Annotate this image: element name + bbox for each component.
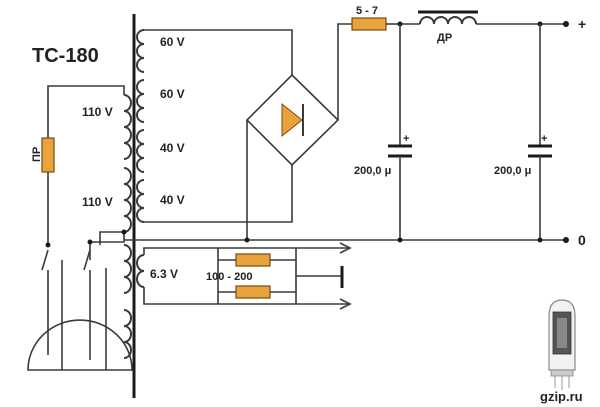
bridge-plus-wire <box>337 23 352 120</box>
secondary-voltage-3: 40 V <box>160 141 185 155</box>
junction-primary-1 <box>45 242 51 248</box>
switch-1 <box>41 249 49 271</box>
c1-polarity: + <box>403 133 409 145</box>
primary-coil-upper <box>123 94 132 160</box>
secondary-voltage-1: 60 V <box>160 35 185 49</box>
junction-ground-c2 <box>537 237 543 243</box>
filament-circuit <box>143 242 352 310</box>
secondary-coils <box>136 29 145 223</box>
primary-voltage-1: 110 V <box>82 105 113 119</box>
sec-top-wire <box>144 29 293 75</box>
output-zero-label: 0 <box>578 232 586 248</box>
choke-label: ДР <box>437 32 452 44</box>
filament-side-coil-left <box>123 244 132 359</box>
secondary-voltage-2: 60 V <box>160 87 185 101</box>
secondary-voltage-4: 40 V <box>160 193 185 207</box>
switch-2 <box>83 249 91 271</box>
junction-primary-2 <box>87 239 93 245</box>
c2-value: 200,0 μ <box>494 165 531 177</box>
filament-voltage: 6.3 V <box>150 267 178 281</box>
filament-resistors-label: 100 - 200 <box>206 271 252 283</box>
c2-polarity: + <box>541 133 547 145</box>
fuse-label: ПР <box>31 147 43 162</box>
transformer-title: ТС-180 <box>32 45 99 67</box>
primary-top-wire <box>47 85 125 138</box>
filament-resistor-1 <box>235 253 271 267</box>
output-plus-terminal[interactable] <box>563 21 569 27</box>
fuse <box>41 137 55 173</box>
series-resistor-label: 5 - 7 <box>356 5 378 17</box>
bridge-rectifier <box>245 73 340 167</box>
primary-voltage-2: 110 V <box>82 195 113 209</box>
filament-resistor-2 <box>235 285 271 299</box>
mains-plug <box>27 260 133 371</box>
output-zero-terminal[interactable] <box>563 237 569 243</box>
junction-ground-c1 <box>397 237 403 243</box>
junction-ground-bridge <box>244 237 250 243</box>
choke-coil <box>419 16 477 25</box>
tap-wire <box>89 232 125 260</box>
c1-value: 200,0 μ <box>354 165 391 177</box>
diode-icon <box>281 102 303 138</box>
series-resistor <box>351 17 387 31</box>
watermark: gzip.ru <box>540 389 583 404</box>
primary-mid-wire <box>99 231 124 245</box>
primary-coil-lower <box>123 167 132 233</box>
sec-bottom-wire <box>144 165 293 223</box>
filament-coil <box>136 254 145 288</box>
junction-primary-3 <box>121 229 127 235</box>
output-plus-label: + <box>578 16 586 32</box>
vacuum-tube-image <box>548 299 576 390</box>
